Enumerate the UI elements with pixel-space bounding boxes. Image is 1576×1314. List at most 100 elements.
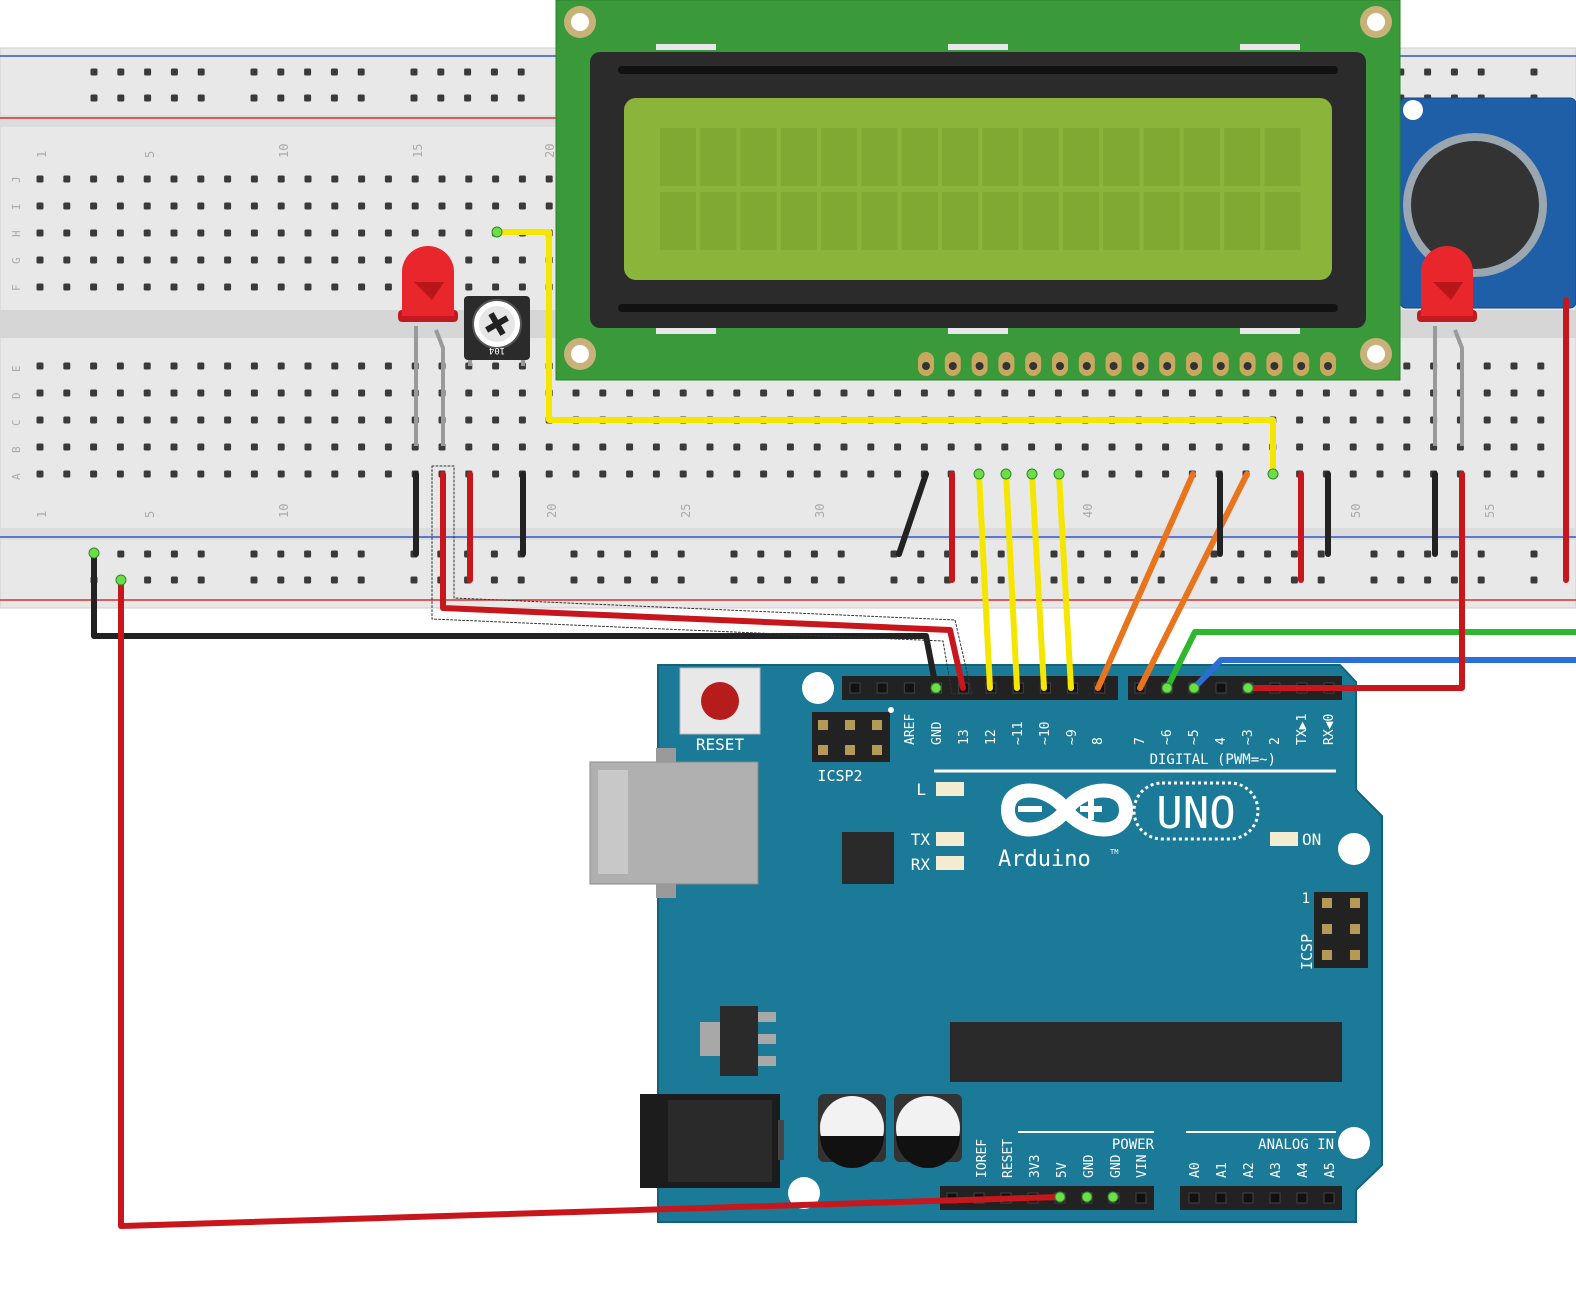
breadboard-hole (116, 256, 124, 264)
row-letter: G (10, 257, 23, 264)
breadboard-hole (224, 256, 232, 264)
breadboard-hole (1376, 389, 1384, 397)
breadboard-hole (1296, 389, 1304, 397)
breadboard-hole (1296, 416, 1304, 424)
analog-pin-label: A1 (1215, 1162, 1230, 1178)
breadboard-hole (1269, 389, 1277, 397)
power-pin-label: RESET (1001, 1139, 1016, 1178)
rail-hole (570, 550, 578, 558)
rail-hole (1370, 550, 1378, 558)
breadboard-hole (90, 362, 98, 370)
rail-hole (624, 550, 632, 558)
wire-yellow-d11 (1003, 471, 1020, 691)
breadboard-hole (840, 443, 848, 451)
breadboard-hole (1188, 389, 1196, 397)
breadboard-hole (36, 389, 44, 397)
breadboard-hole (947, 443, 955, 451)
lcd-cell (660, 128, 696, 186)
breadboard-hole (786, 470, 794, 478)
breadboard-hole (224, 470, 232, 478)
breadboard-hole (358, 389, 366, 397)
breadboard-hole (90, 175, 98, 183)
breadboard-hole (465, 229, 473, 237)
header-socket (1135, 1192, 1147, 1204)
breadboard-hole (1510, 470, 1518, 478)
lcd-cell (1224, 192, 1261, 250)
column-number: 50 (1349, 504, 1363, 518)
rail-hole (1530, 550, 1538, 558)
breadboard-hole (465, 283, 473, 291)
breadboard-hole (384, 256, 392, 264)
breadboard-hole (465, 175, 473, 183)
breadboard-hole (492, 362, 500, 370)
breadboard-hole (143, 283, 151, 291)
lcd-cell (861, 128, 898, 186)
breadboard-hole (277, 470, 285, 478)
breadboard-hole (224, 202, 232, 210)
rail-hole (304, 550, 312, 558)
breadboard-hole (438, 229, 446, 237)
breadboard-hole (224, 389, 232, 397)
breadboard-hole (1081, 470, 1089, 478)
digital-pin-label: 2 (1268, 737, 1283, 745)
lcd-cell (740, 192, 777, 250)
breadboard-hole (518, 416, 526, 424)
breadboard-hole (599, 443, 607, 451)
column-number: 20 (543, 144, 557, 158)
rail-hole (170, 68, 178, 76)
breadboard-hole (1162, 470, 1170, 478)
header-socket (876, 682, 888, 694)
breadboard-hole (63, 256, 71, 264)
arduino-board (657, 664, 1383, 1223)
rail-hole (277, 94, 285, 102)
breadboard-hole (331, 202, 339, 210)
wire-endpoint (1161, 682, 1173, 694)
breadboard-hole (518, 256, 526, 264)
breadboard-hole (63, 175, 71, 183)
rail-hole (1237, 576, 1245, 584)
breadboard-hole (974, 443, 982, 451)
row-letter: I (10, 203, 23, 210)
breadboard-hole (867, 389, 875, 397)
rail-hole (1050, 576, 1058, 584)
reset-label: RESET (696, 735, 745, 754)
breadboard-hole (277, 283, 285, 291)
breadboard-hole (1510, 389, 1518, 397)
potentiometer[interactable]: 104 (464, 296, 530, 366)
breadboard-hole (894, 470, 902, 478)
row-letter: D (10, 392, 23, 399)
breadboard-hole (331, 283, 339, 291)
breadboard-hole (438, 202, 446, 210)
breadboard-hole (116, 470, 124, 478)
wire-endpoint (1054, 1191, 1066, 1203)
breadboard-hole (1403, 470, 1411, 478)
breadboard-hole (465, 389, 473, 397)
breadboard-hole (572, 389, 580, 397)
breadboard-hole (1162, 389, 1170, 397)
breadboard-hole (1537, 443, 1545, 451)
breadboard-hole (1028, 443, 1036, 451)
lcd-cell (861, 192, 898, 250)
breadboard-hole (384, 202, 392, 210)
rail-hole (1077, 550, 1085, 558)
breadboard-hole (786, 443, 794, 451)
breadboard-hole (250, 416, 258, 424)
rail-hole (490, 550, 498, 558)
breadboard-hole (652, 389, 660, 397)
column-number: 5 (143, 511, 157, 518)
breadboard-hole (331, 389, 339, 397)
breadboard-hole (652, 470, 660, 478)
breadboard-hole (143, 443, 151, 451)
led-rx (936, 856, 964, 870)
breadboard-hole (1322, 416, 1330, 424)
capacitor (894, 1094, 962, 1168)
breadboard-hole (652, 443, 660, 451)
lcd-header-pins (918, 352, 1336, 376)
reset-button[interactable] (679, 667, 761, 735)
breadboard-hole (197, 256, 205, 264)
wire-endpoint (88, 547, 100, 559)
digital-pin-label: 4 (1214, 737, 1229, 745)
breadboard-hole (36, 470, 44, 478)
breadboard-hole (492, 256, 500, 264)
